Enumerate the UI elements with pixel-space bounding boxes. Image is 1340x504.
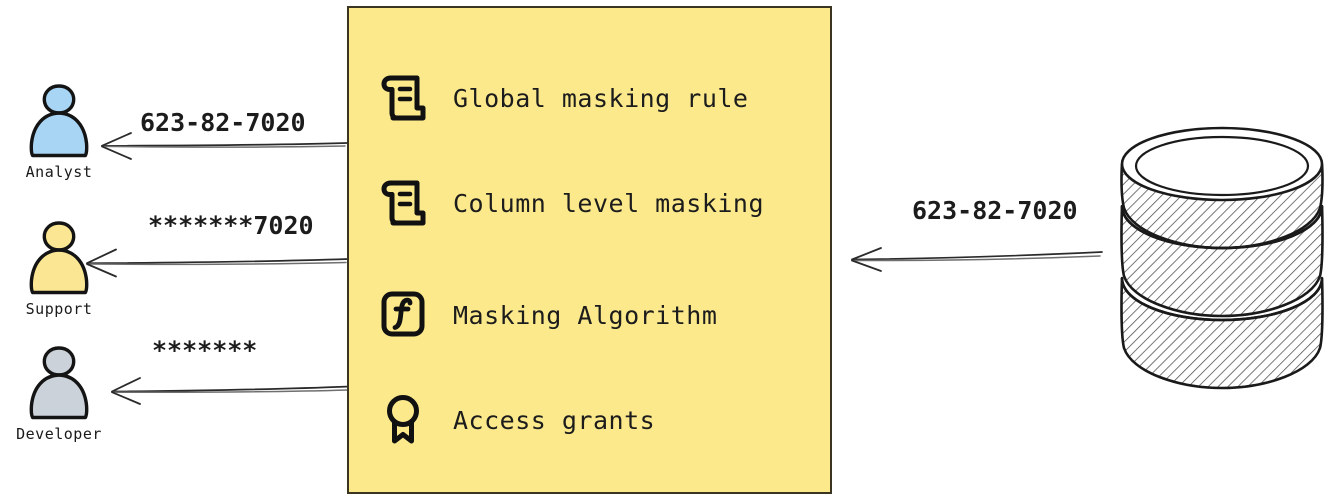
- database-cylinder-icon[interactable]: [1108, 120, 1336, 400]
- actor-analyst[interactable]: Analyst: [4, 80, 114, 181]
- scroll-icon: [377, 70, 429, 126]
- actor-support[interactable]: Support: [4, 217, 114, 318]
- developer-figure: [20, 342, 98, 424]
- policy-row-global-masking-rule[interactable]: Global masking rule: [377, 68, 748, 128]
- arrow-label-support: *******7020: [148, 211, 314, 240]
- arrow-label-analyst: 623-82-7020: [140, 108, 306, 137]
- policy-row-masking-algorithm[interactable]: Masking Algorithm: [377, 285, 717, 345]
- analyst-figure: [20, 80, 98, 162]
- actor-support-label: Support: [25, 300, 93, 318]
- arrow-label-database: 623-82-7020: [912, 196, 1078, 225]
- policy-row-column-level-masking[interactable]: Column level masking: [377, 173, 764, 233]
- policy-panel: Global masking rule Column level masking: [347, 6, 832, 494]
- award-icon: [377, 392, 429, 448]
- function-icon: [377, 287, 429, 343]
- policy-row-access-grants[interactable]: Access grants: [377, 390, 655, 450]
- arrow-panel-to-support: [86, 248, 349, 278]
- actor-developer-label: Developer: [16, 425, 102, 443]
- policy-label: Access grants: [453, 405, 656, 435]
- policy-label: Masking Algorithm: [453, 300, 718, 330]
- actor-developer[interactable]: Developer: [4, 342, 114, 443]
- policy-label: Column level masking: [453, 188, 765, 218]
- actor-analyst-label: Analyst: [25, 163, 93, 181]
- arrow-database-to-panel: [851, 247, 1103, 272]
- arrow-panel-to-analyst: [101, 132, 348, 160]
- policy-label: Global masking rule: [453, 83, 749, 113]
- scroll-icon: [377, 175, 429, 231]
- support-figure: [20, 217, 98, 299]
- person-icon: [29, 221, 89, 295]
- person-icon: [29, 346, 89, 420]
- arrow-panel-to-developer: [111, 377, 351, 405]
- person-icon: [29, 84, 89, 158]
- arrow-label-developer: *******: [152, 336, 258, 365]
